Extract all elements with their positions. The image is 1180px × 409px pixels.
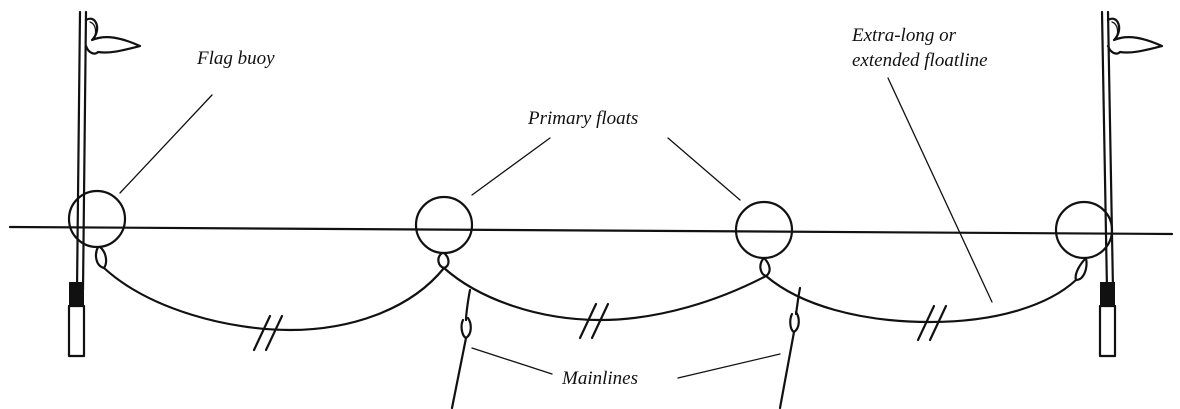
right-flag-pole xyxy=(1100,10,1109,292)
label-flag-buoy: Flag buoy xyxy=(196,48,275,69)
floatline-right xyxy=(764,274,1078,324)
mainline-1 xyxy=(450,288,472,409)
primary-float-1 xyxy=(414,195,474,270)
right-counterweight xyxy=(1100,282,1115,306)
break-mark-right xyxy=(916,304,948,342)
right-flag-icon xyxy=(1106,17,1164,55)
right-buoy-ball xyxy=(1054,200,1114,260)
label-extended-floatline-line2: extended floatline xyxy=(852,50,988,71)
leader-primary-float-2 xyxy=(667,137,741,201)
label-primary-floats: Primary floats xyxy=(527,108,638,129)
left-counterweight xyxy=(69,282,84,306)
left-flag-icon xyxy=(84,17,142,55)
leader-primary-float-1 xyxy=(471,137,551,196)
break-mark-middle xyxy=(578,302,610,340)
label-extended-floatline-line1: Extra-long or xyxy=(851,25,957,46)
left-flag-pole xyxy=(75,10,82,292)
sea-surface-line xyxy=(8,225,1174,236)
left-flag-buoy xyxy=(67,10,142,358)
leader-mainline-2 xyxy=(677,353,781,379)
leader-extended-floatline xyxy=(887,77,993,303)
break-mark-left xyxy=(252,314,284,352)
floatline-left xyxy=(102,266,446,332)
right-flag-buoy xyxy=(1054,10,1164,358)
mainline-2 xyxy=(778,286,802,409)
leader-mainline-1 xyxy=(471,347,553,375)
label-mainlines: Mainlines xyxy=(561,368,638,389)
primary-float-2 xyxy=(734,200,794,278)
leader-flag-buoy xyxy=(119,94,213,194)
